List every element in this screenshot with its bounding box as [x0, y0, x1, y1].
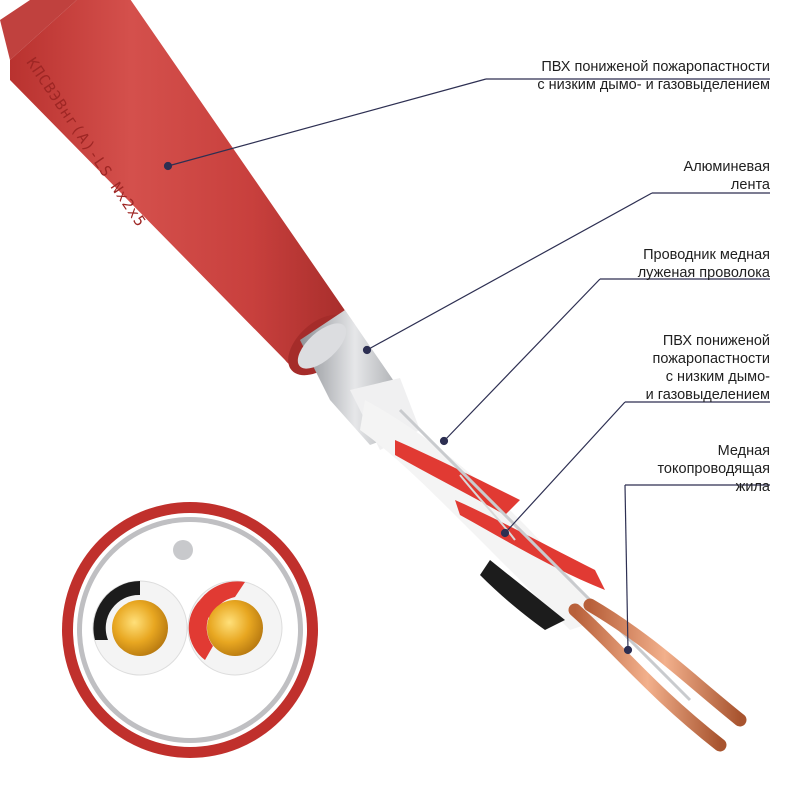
callout-line: ПВХ пониженой пожаропастности — [541, 59, 770, 75]
callout-line: жила — [735, 479, 770, 495]
callout-line: пожаропастности — [652, 351, 770, 367]
cross-section — [62, 502, 318, 758]
callout-outer-sheath: ПВХ пониженой пожаропастности с низким д… — [537, 58, 770, 94]
leader-lines — [163, 78, 770, 655]
copper-conductors — [568, 598, 747, 752]
callout-line: луженая проволока — [637, 265, 770, 281]
callout-line: токопроводящая — [657, 461, 770, 477]
callout-line: с низким дымо- — [665, 369, 770, 385]
outer-jacket — [0, 0, 355, 376]
callout-line: ПВХ пониженой — [662, 333, 770, 349]
twisted-pair — [360, 400, 605, 630]
drain-wire — [398, 408, 692, 702]
callout-aluminum-tape: Алюминевая лента — [684, 158, 770, 194]
callout-line: и газовыделением — [645, 387, 770, 403]
callout-line: лента — [730, 177, 770, 193]
callout-line: Проводник медная — [643, 247, 770, 263]
callout-drain-wire: Проводник медная луженая проволока — [638, 246, 770, 282]
callout-line: Медная — [717, 443, 770, 459]
callout-line: с низким дымо- и газовыделением — [537, 77, 770, 93]
callout-conductor: Медная токопроводящая жила — [657, 442, 770, 496]
callout-line: Алюминевая — [683, 159, 770, 175]
callout-insulation: ПВХ пониженой пожаропастности с низким д… — [646, 332, 770, 404]
